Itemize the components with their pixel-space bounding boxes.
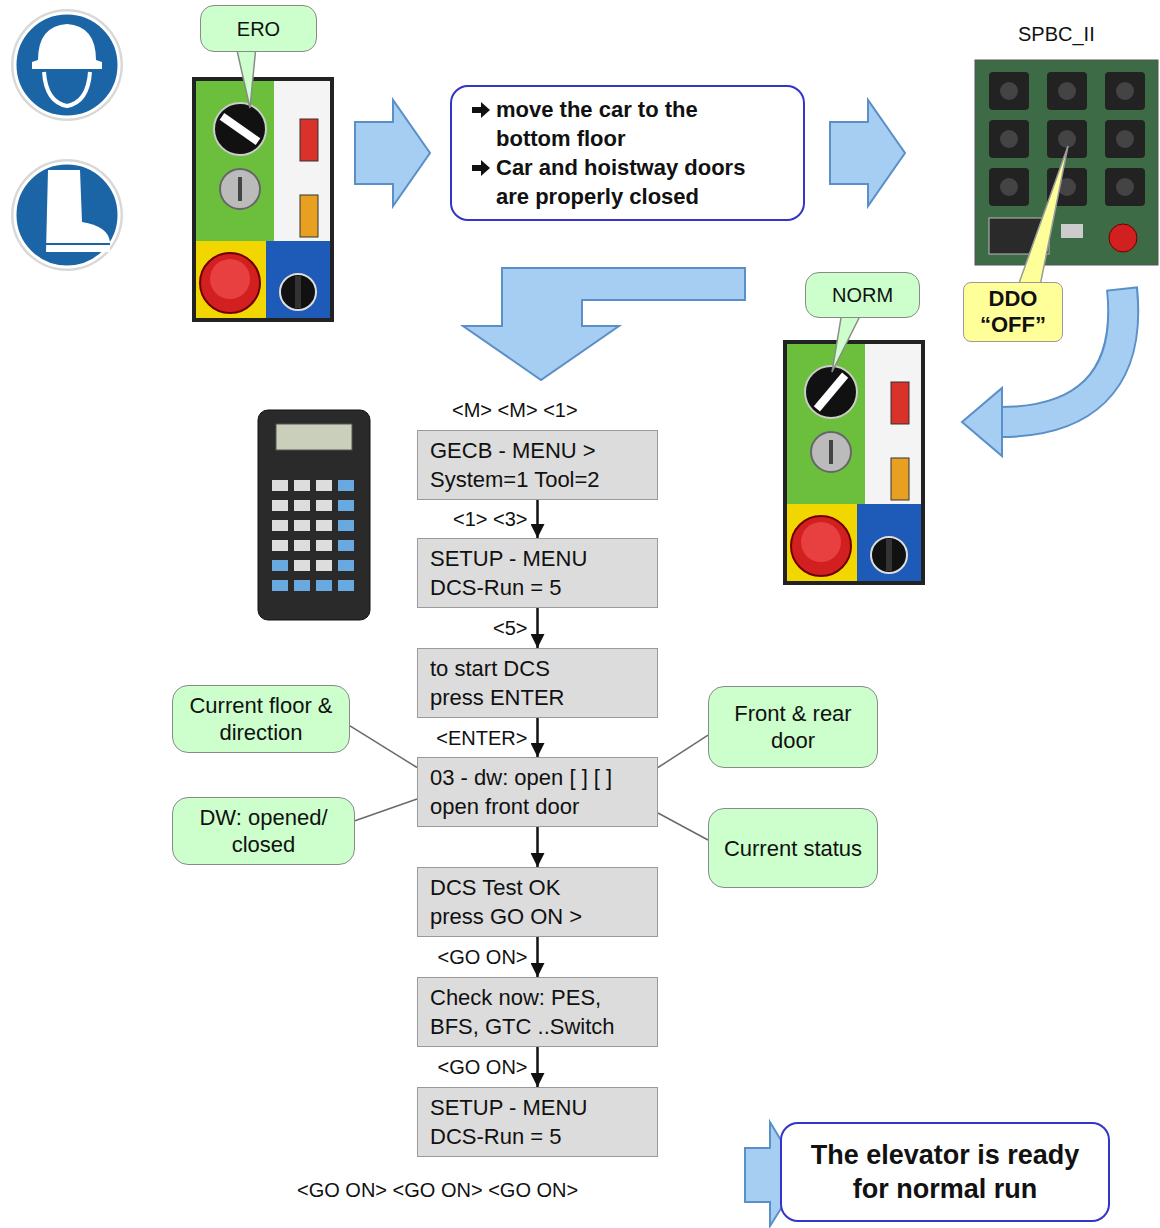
display-box: GECB - MENU >System=1 Tool=2	[417, 430, 658, 500]
flow-arrow	[536, 1047, 539, 1087]
callout-tail	[1018, 146, 1068, 286]
node-text: GECB - MENU >	[430, 436, 596, 465]
display-box: DCS Test OKpress GO ON >	[417, 867, 658, 937]
bullet-arrow	[472, 102, 490, 118]
callout-bubble: Current floor & direction	[172, 685, 350, 753]
flow-arrow	[536, 608, 539, 648]
control-panel	[783, 340, 925, 585]
callout-bubble: DDO “OFF”	[963, 282, 1063, 342]
node-text: Current floor & direction	[187, 692, 335, 746]
leader-line	[658, 813, 708, 840]
bullet-arrow-shape	[472, 160, 490, 176]
node-text: System=1 Tool=2	[430, 465, 600, 494]
key-press-label: <ENTER>	[436, 726, 527, 750]
display-box: to start DCSpress ENTER	[417, 648, 658, 718]
callout-bubble: Current status	[708, 808, 878, 888]
node-text: Check now: PES,	[430, 983, 601, 1012]
leader-line	[355, 799, 417, 821]
helmet-icon	[11, 9, 123, 121]
node-text: DCS-Run = 5	[430, 573, 561, 602]
result-box: The elevator is ready for normal run	[780, 1122, 1110, 1222]
node-text: NORM	[816, 283, 909, 307]
callout-bubble: DW: opened/ closed	[172, 797, 355, 865]
key-press-label: <GO ON>	[437, 1055, 527, 1079]
display-box: SETUP - MENUDCS-Run = 5	[417, 538, 658, 608]
callout-bubble: Front & rear door	[708, 686, 878, 768]
node-text: SETUP - MENU	[430, 1093, 587, 1122]
display-box: Check now: PES,BFS, GTC ..Switch	[417, 977, 658, 1047]
callout-bubble: ERO	[200, 5, 317, 52]
bullet-arrow	[472, 160, 490, 176]
node-text: SETUP - MENU	[430, 544, 587, 573]
node-text: 03 - dw: open [ ] [ ]	[430, 763, 612, 792]
node-text: The elevator is ready for normal run	[798, 1138, 1092, 1206]
node-text: move the car to the bottom floor	[496, 95, 758, 153]
control-panel	[192, 77, 334, 322]
service-tool	[258, 410, 370, 620]
node-text: DCS Test OK	[430, 873, 560, 902]
node-text: BFS, GTC ..Switch	[430, 1012, 615, 1041]
instruction-box: move the car to the bottom floorCar and …	[450, 85, 805, 221]
leader-line	[350, 726, 417, 768]
key-sequence-label: SPBC_II	[1018, 22, 1095, 46]
key-press-label: <5>	[493, 616, 527, 640]
bullet-arrow-shape	[472, 102, 490, 118]
node-text: Current status	[723, 835, 863, 862]
callout-tail	[236, 46, 256, 108]
flow-arrow	[536, 718, 539, 757]
display-box: 03 - dw: open [ ] [ ]open front door	[417, 757, 658, 827]
node-text: ERO	[211, 17, 306, 41]
flow-arrow	[536, 500, 539, 538]
boots-icon	[11, 159, 123, 271]
callout-tail	[832, 312, 862, 372]
node-text: to start DCS	[430, 654, 550, 683]
node-text: press GO ON >	[430, 902, 582, 931]
key-sequence-label: <M> <M> <1>	[452, 398, 578, 422]
bullet-row: move the car to the bottom floor	[472, 95, 789, 153]
leader-line	[658, 735, 708, 767]
node-text: Front & rear door	[723, 700, 863, 754]
node-text: DCS-Run = 5	[430, 1122, 561, 1151]
bullet-row: Car and hoistway doors are properly clos…	[472, 153, 789, 211]
node-text: DDO “OFF”	[970, 286, 1056, 338]
key-sequence-label: <GO ON> <GO ON> <GO ON>	[297, 1178, 578, 1202]
node-text: open front door	[430, 792, 579, 821]
flow-arrow	[536, 827, 539, 867]
node-text: Car and hoistway doors are properly clos…	[496, 153, 758, 211]
block-arrow	[355, 100, 905, 1226]
key-press-label: <GO ON>	[437, 945, 527, 969]
node-text: press ENTER	[430, 683, 564, 712]
callout-bubble: NORM	[805, 272, 920, 318]
key-press-label: <1> <3>	[453, 507, 528, 531]
node-text: DW: opened/ closed	[187, 804, 340, 858]
display-box: SETUP - MENUDCS-Run = 5	[417, 1087, 658, 1157]
circuit-board	[975, 60, 1158, 265]
flow-arrow	[536, 937, 539, 977]
